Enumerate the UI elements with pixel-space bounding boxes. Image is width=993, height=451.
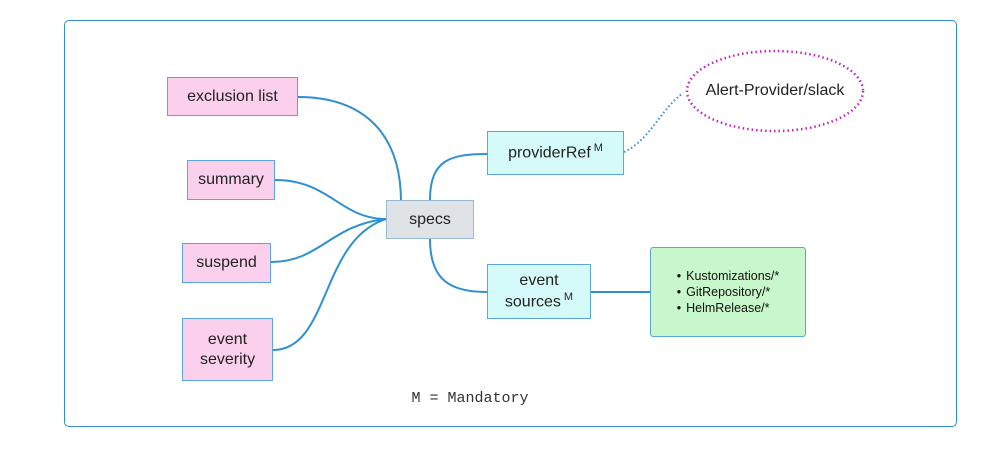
provider-target-label: Alert-Provider/slack [705, 82, 845, 99]
event-severity-line2: severity [199, 350, 256, 368]
summary-label: summary [198, 171, 264, 188]
list-item: HelmRelease/* [677, 300, 780, 316]
provider-target-ellipse [685, 49, 865, 133]
event-sources-list: Kustomizations/* GitRepository/* HelmRel… [677, 268, 780, 317]
event-sources-list-node: Kustomizations/* GitRepository/* HelmRel… [650, 247, 806, 337]
link-event-severity [272, 218, 387, 351]
summary-node: summary [187, 160, 275, 200]
link-summary [274, 179, 387, 220]
link-provider-ref [429, 153, 488, 201]
exclusion-list-node: exclusion list [167, 77, 298, 116]
mandatory-marker: M [563, 290, 574, 303]
specs-label: specs [409, 210, 451, 228]
mandatory-marker: M [593, 142, 603, 155]
event-severity-line1: event [207, 330, 248, 348]
suspend-label: suspend [196, 254, 257, 271]
event-sources-line1: event [519, 271, 559, 289]
specs-node: specs [386, 200, 474, 239]
link-exclusion-list [297, 96, 402, 203]
list-item: Kustomizations/* [677, 268, 779, 284]
event-sources-text: sources [504, 293, 561, 311]
link-suspend [270, 218, 387, 263]
legend-text: M = Mandatory [411, 389, 529, 407]
link-provider-target [623, 92, 684, 153]
suspend-node: suspend [182, 243, 271, 283]
link-event-sources [429, 238, 488, 293]
event-severity-node: event severity [182, 318, 273, 381]
exclusion-list-label: exclusion list [187, 87, 278, 105]
list-item: GitRepository/* [677, 284, 780, 300]
provider-ref-text: providerRef [508, 144, 591, 162]
